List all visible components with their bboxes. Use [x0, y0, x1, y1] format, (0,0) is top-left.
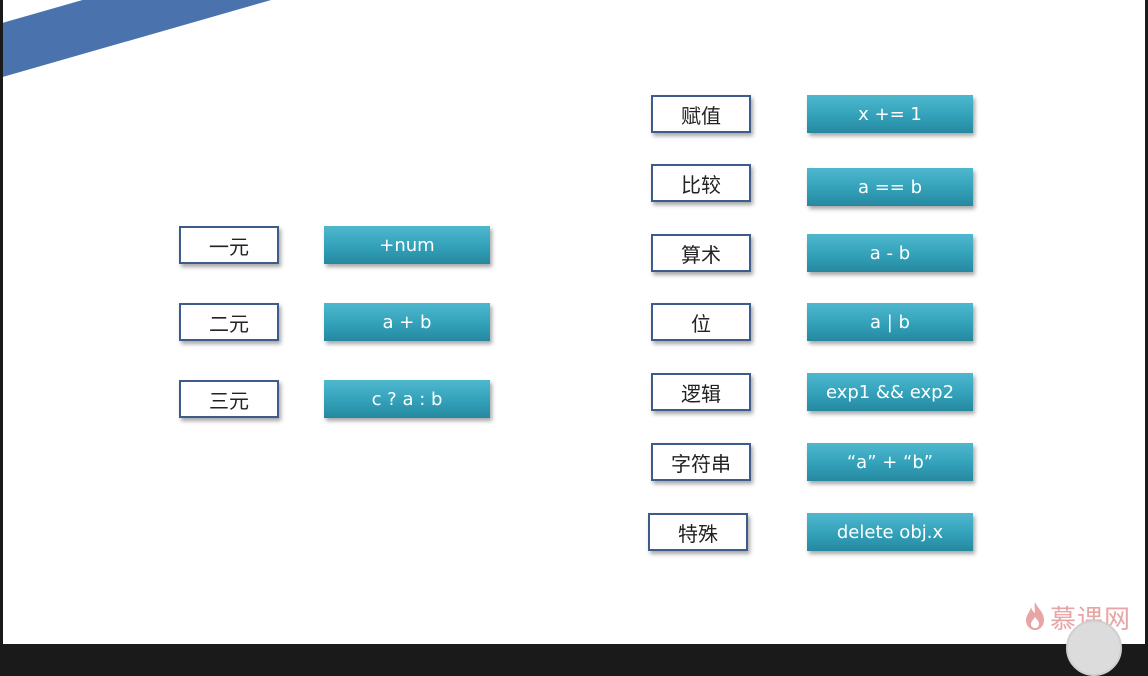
- operator-example-special: delete obj.x: [807, 513, 973, 551]
- operator-example-bitwise: a | b: [807, 303, 973, 341]
- operator-label-logical: 逻辑: [651, 373, 751, 411]
- operator-label-unary: 一元: [179, 226, 279, 264]
- operator-label-comparison: 比较: [651, 164, 751, 202]
- operator-label-bitwise: 位: [651, 303, 751, 341]
- operator-example-ternary: c ? a : b: [324, 380, 490, 418]
- operator-label-string: 字符串: [651, 443, 751, 481]
- operator-example-unary: +num: [324, 226, 490, 264]
- operator-example-assignment: x += 1: [807, 95, 973, 133]
- operator-label-arithmetic: 算术: [651, 234, 751, 272]
- operator-example-binary: a + b: [324, 303, 490, 341]
- operator-example-arithmetic: a - b: [807, 234, 973, 272]
- flame-icon: [1024, 601, 1046, 635]
- operator-label-special: 特殊: [648, 513, 748, 551]
- slide-title: 运算符: [135, 44, 215, 93]
- operator-example-string: “a” + “b”: [807, 443, 973, 481]
- operator-example-comparison: a == b: [807, 168, 973, 206]
- title-banner: [3, 0, 573, 90]
- operator-label-ternary: 三元: [179, 380, 279, 418]
- video-control-disc[interactable]: [1066, 620, 1122, 676]
- slide-canvas: 运算符 一元 +num 二元 a + b 三元 c ? a : b 赋值 x +…: [3, 0, 1145, 644]
- operator-label-assignment: 赋值: [651, 95, 751, 133]
- operator-example-logical: exp1 && exp2: [807, 373, 973, 411]
- operator-label-binary: 二元: [179, 303, 279, 341]
